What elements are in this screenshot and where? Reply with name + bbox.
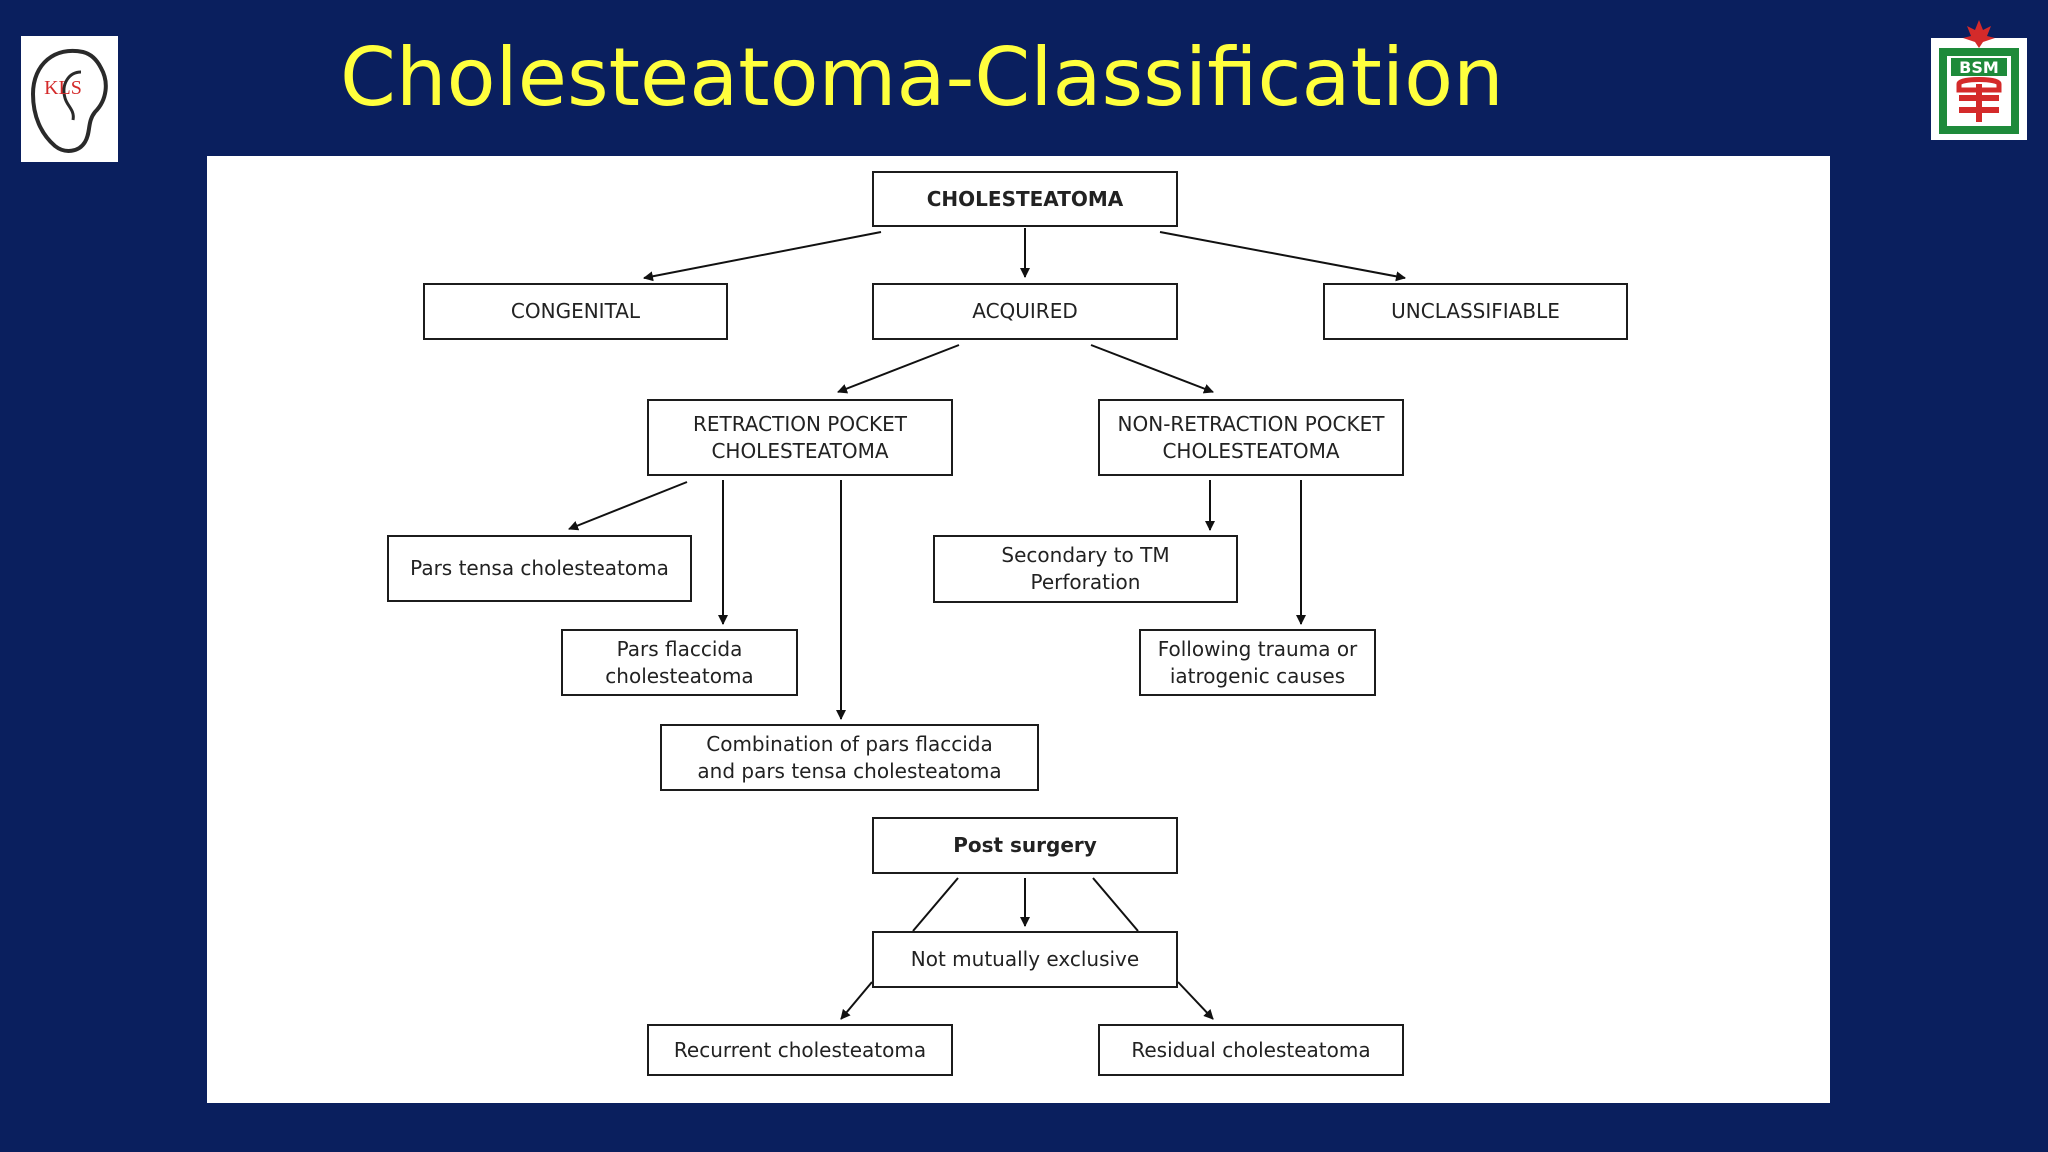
kls-logo-text: KLS (44, 77, 82, 99)
edge-not-mutually-exclusive-to-residual (1177, 981, 1214, 1020)
edge-not-mutually-exclusive-to-recurrent (840, 981, 873, 1020)
diagram-connectors (568, 228, 1406, 1020)
diagram-panel: CHOLESTEATOMA CONGENITAL ACQUIRED UNCLAS… (207, 156, 1830, 1103)
university-emblem-icon: BSM (1931, 20, 2027, 140)
node-non-retraction-pocket: NON-RETRACTION POCKET CHOLESTEATOMA (1098, 399, 1404, 476)
edge-acquired-to-retraction-pocket (837, 344, 960, 394)
ear-icon: KLS (30, 48, 108, 153)
bsm-logo-text: BSM (1959, 58, 1999, 77)
node-unclassifiable: UNCLASSIFIABLE (1323, 283, 1628, 340)
edge-acquired-to-non-retraction-pocket (1090, 344, 1214, 394)
kls-logo: KLS (21, 36, 118, 162)
node-cholesteatoma: CHOLESTEATOMA (872, 171, 1178, 227)
edge-post-surgery-to-not-mutually-exclusive (1092, 877, 1139, 932)
node-retraction-pocket: RETRACTION POCKET CHOLESTEATOMA (647, 399, 953, 476)
node-congenital: CONGENITAL (423, 283, 728, 340)
node-secondary-tm: Secondary to TM Perforation (933, 535, 1238, 603)
node-recurrent: Recurrent cholesteatoma (647, 1024, 953, 1076)
edge-cholesteatoma-to-congenital (643, 231, 882, 282)
node-pars-flaccida: Pars flaccida cholesteatoma (561, 629, 798, 696)
node-acquired: ACQUIRED (872, 283, 1178, 340)
edge-cholesteatoma-to-unclassifiable (1159, 231, 1406, 282)
slide-title: Cholesteatoma-Classification (340, 31, 1504, 124)
node-combination: Combination of pars flaccida and pars te… (660, 724, 1039, 791)
node-pars-tensa: Pars tensa cholesteatoma (387, 535, 692, 602)
node-not-mutually-exclusive: Not mutually exclusive (872, 931, 1178, 988)
bsm-logo: BSM (1931, 18, 2027, 140)
node-following-trauma: Following trauma or iatrogenic causes (1139, 629, 1376, 696)
edge-post-surgery-to-not-mutually-exclusive (912, 877, 959, 932)
node-post-surgery: Post surgery (872, 817, 1178, 874)
edge-retraction-pocket-to-pars-tensa (568, 481, 688, 531)
node-residual: Residual cholesteatoma (1098, 1024, 1404, 1076)
